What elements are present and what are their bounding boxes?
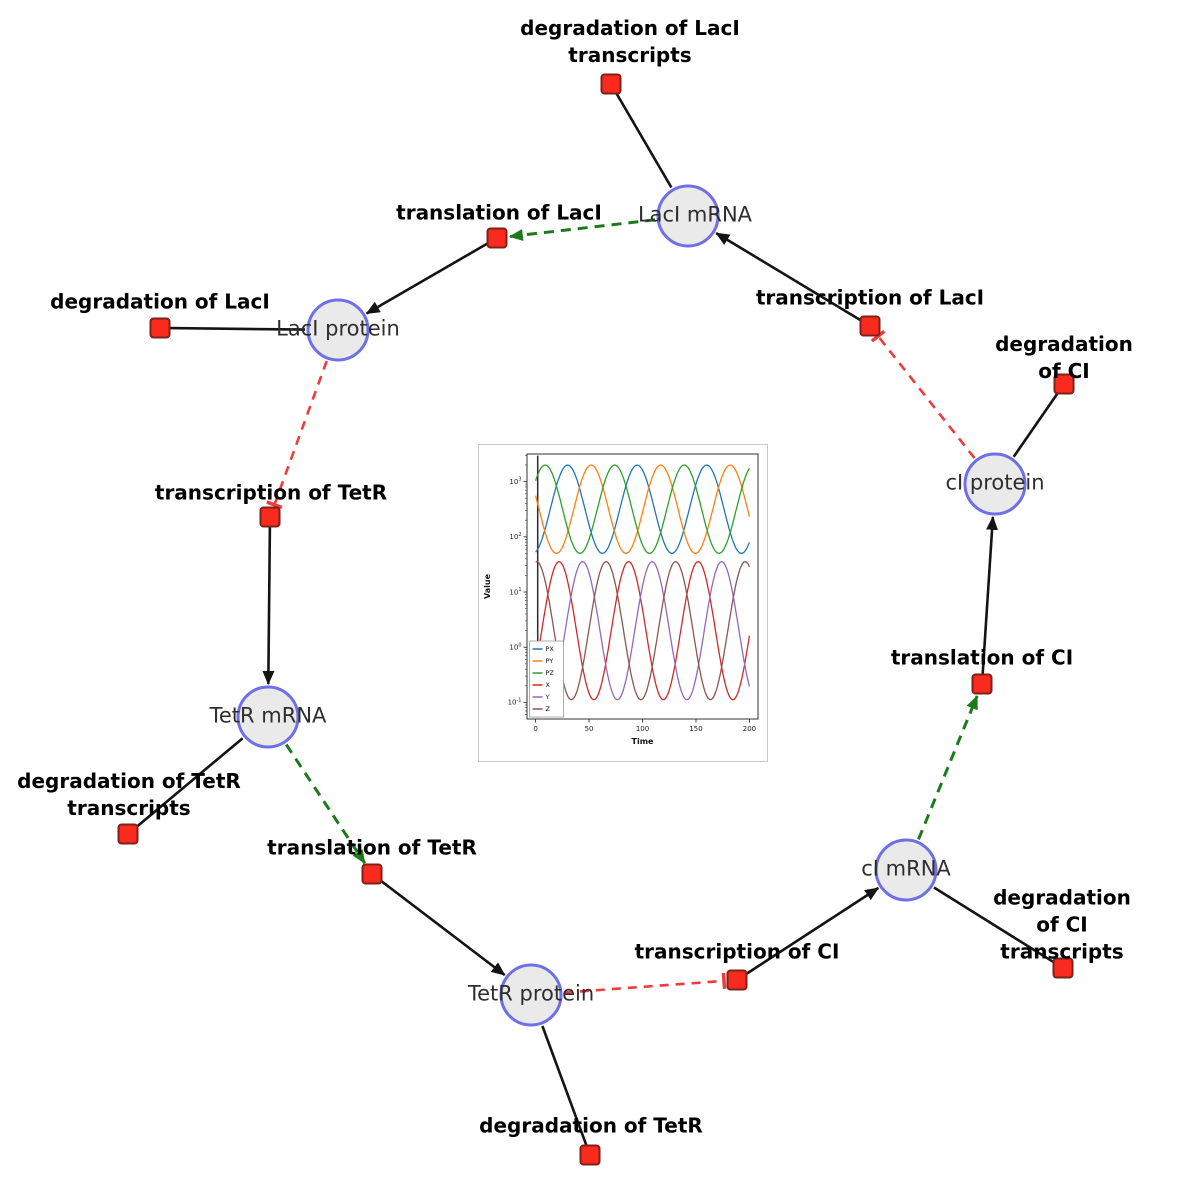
series-PX-line [535, 464, 751, 554]
edge-translation-of-ci-to-ci-protein [981, 515, 999, 676]
edge-translation-of-tetr-to-tetr-protein [378, 878, 506, 977]
reaction-node-degradation-of-laci[interactable] [149, 317, 171, 339]
species-node-ci-protein[interactable] [963, 452, 1027, 516]
edge-ci-mrna-to-degradation-of-ci-transcripts [933, 886, 1056, 964]
series-Z-line [535, 561, 750, 701]
edge-inhibition-laci-protein-to-transcription-of-tetr [266, 360, 328, 510]
x-axis-label: Time [632, 737, 655, 746]
reaction-node-translation-of-ci[interactable] [971, 673, 993, 695]
species-node-laci-protein[interactable] [306, 298, 370, 362]
edge-inhibition-tetr-protein-to-transcription-of-ci [563, 972, 727, 994]
series-PZ-line [534, 464, 750, 554]
edge-modifier-tetr-mrna-to-translation-of-tetr [284, 743, 367, 865]
edge-laci-protein-to-degradation-of-laci [169, 326, 306, 331]
edge-transcription-of-ci-to-ci-mrna [743, 886, 880, 977]
y-tick-label: 102 [509, 532, 521, 541]
edge-tetr-protein-to-degradation-of-tetr [541, 1025, 588, 1147]
y-tick-label: 103 [509, 477, 521, 486]
series-Y-line [534, 561, 751, 701]
legend-label-PZ: PZ [546, 669, 555, 677]
species-node-tetr-mrna[interactable] [236, 685, 300, 749]
edge-transcription-of-tetr-to-tetr-mrna [262, 525, 275, 685]
series-PY-line [534, 464, 751, 554]
legend-box [529, 640, 564, 718]
reaction-node-translation-of-laci[interactable] [486, 227, 508, 249]
reaction-node-transcription-of-tetr[interactable] [259, 506, 281, 528]
x-tick-label: 50 [585, 725, 594, 733]
y-tick-label: 101 [509, 587, 521, 596]
edge-translation-of-laci-to-laci-protein [365, 241, 490, 315]
legend-label-Y: Y [545, 693, 550, 701]
reaction-node-degradation-of-tetr-transcripts[interactable] [117, 823, 139, 845]
edge-inhibition-ci-protein-to-transcription-of-laci [870, 329, 976, 459]
reaction-node-translation-of-tetr[interactable] [361, 863, 383, 885]
x-tick-label: 150 [689, 725, 702, 733]
species-node-ci-mrna[interactable] [874, 838, 938, 902]
x-tick-label: 200 [743, 725, 756, 733]
y-tick-label: 10-1 [508, 698, 522, 707]
species-node-tetr-protein[interactable] [499, 963, 563, 1027]
edge-tetr-mrna-to-degradation-of-tetr-transcripts [134, 737, 244, 829]
edge-modifier-laci-mrna-to-translation-of-laci [508, 218, 656, 241]
reaction-node-degradation-of-ci[interactable] [1053, 373, 1075, 395]
legend-label-X: X [546, 681, 551, 689]
x-tick-label: 0 [533, 725, 537, 733]
reaction-node-degradation-of-laci-transcripts[interactable] [600, 73, 622, 95]
species-node-laci-mrna[interactable] [656, 184, 720, 248]
y-tick-label: 100 [509, 642, 521, 651]
y-axis-label: Value [483, 573, 492, 599]
edge-transcription-of-laci-to-laci-mrna [715, 231, 863, 323]
x-tick-label: 100 [636, 725, 649, 733]
edge-laci-mrna-to-degradation-of-laci-transcripts [614, 91, 673, 189]
series-X-line [534, 561, 751, 701]
reaction-node-transcription-of-laci[interactable] [859, 315, 881, 337]
legend-label-Z: Z [546, 705, 551, 713]
reaction-node-transcription-of-ci[interactable] [726, 969, 748, 991]
reaction-node-degradation-of-tetr[interactable] [579, 1144, 601, 1166]
edge-ci-protein-to-degradation-of-ci [1012, 391, 1060, 458]
legend-label-PX: PX [546, 645, 555, 653]
reaction-node-degradation-of-ci-transcripts[interactable] [1052, 957, 1074, 979]
edge-modifier-ci-mrna-to-translation-of-ci [917, 695, 979, 840]
legend-label-PY: PY [546, 657, 554, 665]
